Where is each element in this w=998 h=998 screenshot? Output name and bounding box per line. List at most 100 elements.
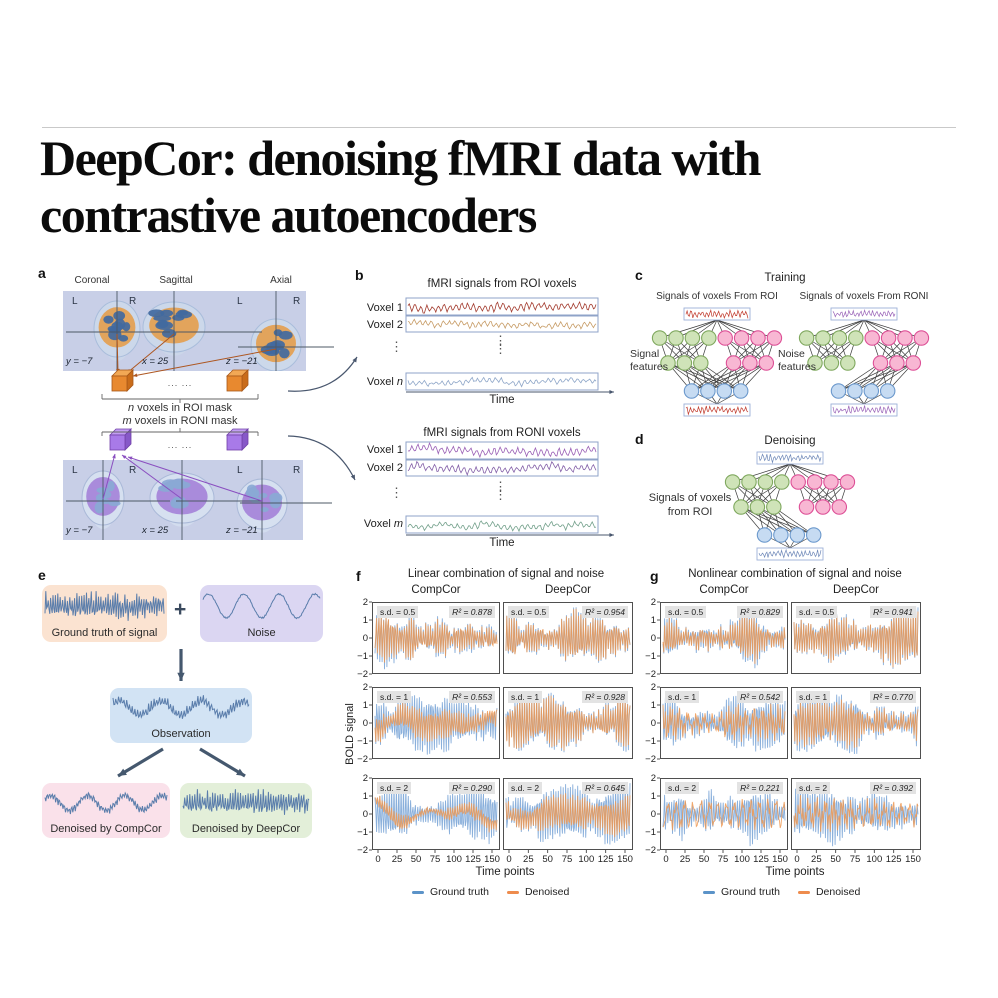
- voxel-ellipsis: ⋮⋮: [494, 333, 507, 356]
- panel-c-graphics: [651, 307, 930, 417]
- coord-y: y = −7: [66, 356, 93, 367]
- sd-chip: s.d. = 2: [508, 782, 543, 795]
- x-tick-label: 150: [484, 854, 500, 865]
- y-tick-label: 2: [362, 773, 368, 784]
- x-tick-label: 0: [375, 854, 381, 865]
- coord-z: z = −21: [226, 525, 258, 536]
- signal-plot-canvas: [374, 694, 498, 755]
- panel-c-label: c: [635, 267, 643, 283]
- sd-chip: s.d. = 2: [665, 782, 700, 795]
- voxel-row-label: Voxel m: [363, 518, 403, 530]
- panel-e-label: e: [38, 567, 46, 583]
- time-axis-label: Time: [489, 537, 515, 549]
- x-tick-label: 25: [523, 854, 534, 865]
- sd-chip: s.d. = 2: [796, 782, 831, 795]
- coord-z: z = −21: [226, 356, 258, 367]
- x-tick-label: 50: [830, 854, 841, 865]
- orientation-R: R: [293, 296, 301, 307]
- x-tick-label: 125: [465, 854, 481, 865]
- x-tick-label: 150: [772, 854, 788, 865]
- y-tick-label: 0: [362, 809, 368, 820]
- signal-features-label: Signal: [630, 348, 660, 360]
- noise-box: Noise: [200, 585, 323, 642]
- voxel-row-label: Voxel 2: [366, 319, 403, 331]
- title-line-1: DeepCor: denoising fMRI data with: [40, 130, 761, 186]
- y-tick-label: 2: [650, 773, 656, 784]
- y-tick-label: −2: [357, 845, 368, 856]
- observation-waveform: [112, 695, 250, 720]
- x-tick-label: 25: [679, 854, 691, 865]
- panel-a-graphics: [63, 291, 334, 540]
- r2-chip: R² = 0.941: [870, 606, 916, 619]
- r2-chip: R² = 0.645: [582, 782, 628, 795]
- ground-truth-legend-label: Ground truth: [721, 886, 780, 898]
- y-tick-label: −2: [645, 669, 656, 680]
- time-points-axis-label: Time points: [475, 866, 535, 878]
- orientation-L: L: [237, 465, 243, 476]
- r2-chip: R² = 0.221: [737, 782, 783, 795]
- y-tick-label: −1: [645, 736, 656, 747]
- sd-chip: s.d. = 1: [665, 691, 700, 704]
- ground-truth-waveform: [44, 591, 165, 621]
- x-tick-label: 125: [597, 854, 614, 865]
- y-tick-label: −2: [645, 845, 656, 856]
- panel-g-label: g: [650, 568, 659, 584]
- signal-plot-canvas: [793, 605, 919, 669]
- orientation-L: L: [237, 296, 243, 307]
- noise-features-label: Noise: [778, 348, 805, 360]
- y-tick-label: −2: [357, 754, 368, 765]
- y-tick-label: 2: [650, 682, 656, 693]
- signal-plot-canvas: [793, 693, 919, 755]
- orientation-L: L: [72, 465, 78, 476]
- signal-plot-canvas: [374, 611, 498, 670]
- view-title-axial: Axial: [270, 275, 292, 286]
- voxel-ellipsis: ⋮: [390, 485, 403, 500]
- ground-truth-label: Ground truth of signal: [51, 627, 158, 639]
- top-rule: [42, 127, 956, 128]
- sd-chip: s.d. = 1: [508, 691, 543, 704]
- column-header-compcor: CompCor: [411, 584, 461, 596]
- roni-mask-caption: m voxels in RONI mask: [122, 415, 238, 427]
- training-title: Training: [764, 272, 806, 284]
- y-tick-label: −2: [357, 669, 368, 680]
- sd-chip: s.d. = 0.5: [665, 606, 707, 619]
- panel-f-title: Linear combination of signal and noise: [407, 568, 605, 580]
- coord-x: x = 25: [142, 356, 169, 367]
- panel-e-arrows: [117, 649, 246, 778]
- ground-truth-box: Ground truth of signal: [42, 585, 167, 642]
- orientation-R: R: [129, 465, 137, 476]
- column-header-deepcor: DeepCor: [544, 584, 592, 596]
- y-tick-label: 0: [650, 809, 656, 820]
- signal-plot-canvas: [505, 607, 631, 663]
- signal-plot-canvas: [662, 606, 786, 669]
- denoising-title: Denoising: [764, 435, 816, 447]
- y-tick-label: 0: [362, 633, 368, 644]
- signal-plot-canvas: [793, 785, 919, 847]
- x-tick-label: 125: [885, 854, 902, 865]
- y-tick-label: 1: [650, 791, 656, 802]
- sd-chip: s.d. = 2: [377, 782, 412, 795]
- roni-net-title: Signals of voxels From RONI: [799, 291, 929, 302]
- sd-chip: s.d. = 0.5: [377, 606, 419, 619]
- roi-input-label: Signals of voxels: [648, 492, 732, 504]
- voxel-row-label: Voxel 1: [366, 444, 403, 456]
- x-tick-label: 50: [410, 854, 422, 865]
- x-tick-label: 150: [905, 854, 921, 865]
- y-tick-label: 1: [362, 700, 368, 711]
- x-tick-label: 0: [663, 854, 669, 865]
- deepcor-label: Denoised by DeepCor: [191, 823, 301, 835]
- panel-a-label: a: [38, 265, 46, 281]
- roi-input-label: from ROI: [667, 506, 713, 518]
- deepcor-denoised-box: Denoised by DeepCor: [180, 783, 312, 838]
- voxel-ellipsis: ⋮: [390, 339, 403, 354]
- y-tick-label: 1: [362, 791, 368, 802]
- y-tick-label: 2: [362, 597, 368, 608]
- deepcor-waveform: [182, 789, 310, 815]
- noise-features-label: features: [778, 361, 816, 373]
